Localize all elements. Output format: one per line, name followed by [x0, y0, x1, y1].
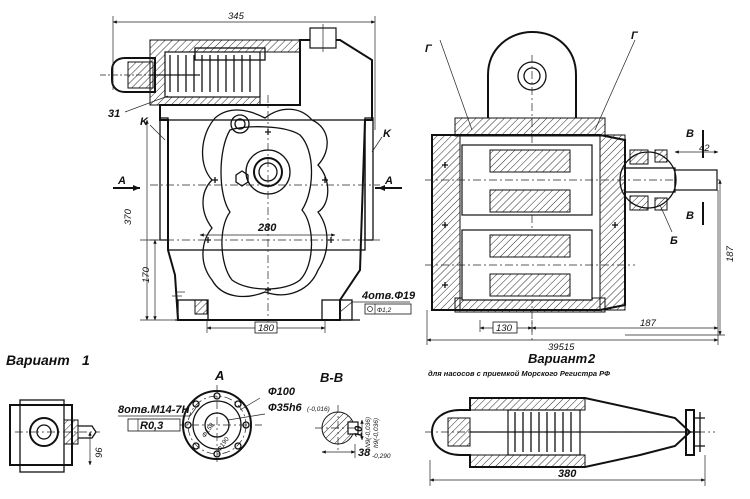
section-g-right: Г — [631, 30, 639, 42]
leader-k-left: K — [140, 116, 149, 128]
variant-2-number: 2 — [587, 351, 596, 366]
section-b-top: В — [686, 128, 694, 140]
section-b-bottom: В — [686, 210, 694, 222]
shaft-dia: Ф35h6 — [268, 402, 303, 414]
dim-187-right: 187 — [725, 245, 736, 262]
dim-180: 180 — [258, 323, 275, 334]
dim-39515: 39515 — [548, 342, 575, 353]
section-bb-title: В-В — [320, 370, 343, 385]
holes-m14: 8отв.М14-7Н — [118, 404, 190, 416]
holes-note: 4отв.Ф19 — [361, 290, 416, 302]
variant-1-number: 1 — [82, 352, 90, 368]
view-a: А Ф158 Ф190 8отв.М14-7Н R0,3 Ф100 Ф35h6 … — [118, 368, 330, 465]
dim-42: 42 — [699, 143, 710, 154]
key-tol-a: N9(-0,036) — [365, 417, 372, 448]
variant-2-view: Вариант 2 для насосов с приемкой Морског… — [425, 351, 715, 486]
dim-96: 96 — [94, 447, 105, 458]
variant-1-view: Вариант 1 96 — [6, 352, 105, 473]
variant-2-title: Вариант — [528, 351, 588, 366]
shaft-dia-tol: (-0,016) — [307, 406, 330, 413]
handwheel — [685, 409, 695, 456]
leader-b: Б — [670, 235, 678, 247]
dim-170: 170 — [141, 266, 152, 283]
dim-130: 130 — [496, 323, 513, 334]
variant-2-subtitle: для насосов с приемкой Морского Регистра… — [428, 369, 610, 378]
dim-38-tol: -0,290 — [372, 453, 391, 460]
dim-187-bottom: 187 — [640, 318, 657, 329]
dim-380: 380 — [558, 468, 577, 480]
key-10: 10 — [353, 425, 365, 438]
bolt-marks — [205, 129, 334, 293]
leader-31: 31 — [108, 108, 120, 120]
dim-280: 280 — [257, 222, 277, 234]
section-bb: В-В 10 N9(-0,036) h9(-0,036) 38 -0,290 — [315, 370, 391, 460]
dim-38: 38 — [358, 447, 371, 459]
section-g-left: Г — [425, 43, 433, 55]
plug-nut — [235, 170, 249, 187]
variant-1-title: Вариант — [6, 352, 70, 368]
dia-100: Ф100 — [268, 386, 296, 398]
section-a-left: A — [117, 175, 126, 187]
plug-top — [230, 114, 250, 134]
lifting-eye — [487, 30, 577, 118]
dim-345: 345 — [228, 11, 245, 22]
front-view: 345 — [100, 11, 416, 335]
dia-190: Ф190 — [216, 436, 231, 453]
view-a-title: А — [214, 368, 224, 383]
side-section-view: Г Г В В 42 Б 187 130 187 39515 — [425, 30, 736, 353]
gear-cover — [201, 108, 329, 298]
key-tol-b: h9(-0,036) — [373, 418, 380, 448]
section-a-right: A — [384, 175, 393, 187]
leader-k-right: K — [383, 128, 392, 140]
tol-r03: R0,3 — [140, 420, 163, 432]
dim-370: 370 — [123, 208, 134, 225]
holes-tolerance: Ф1,2 — [377, 307, 392, 314]
